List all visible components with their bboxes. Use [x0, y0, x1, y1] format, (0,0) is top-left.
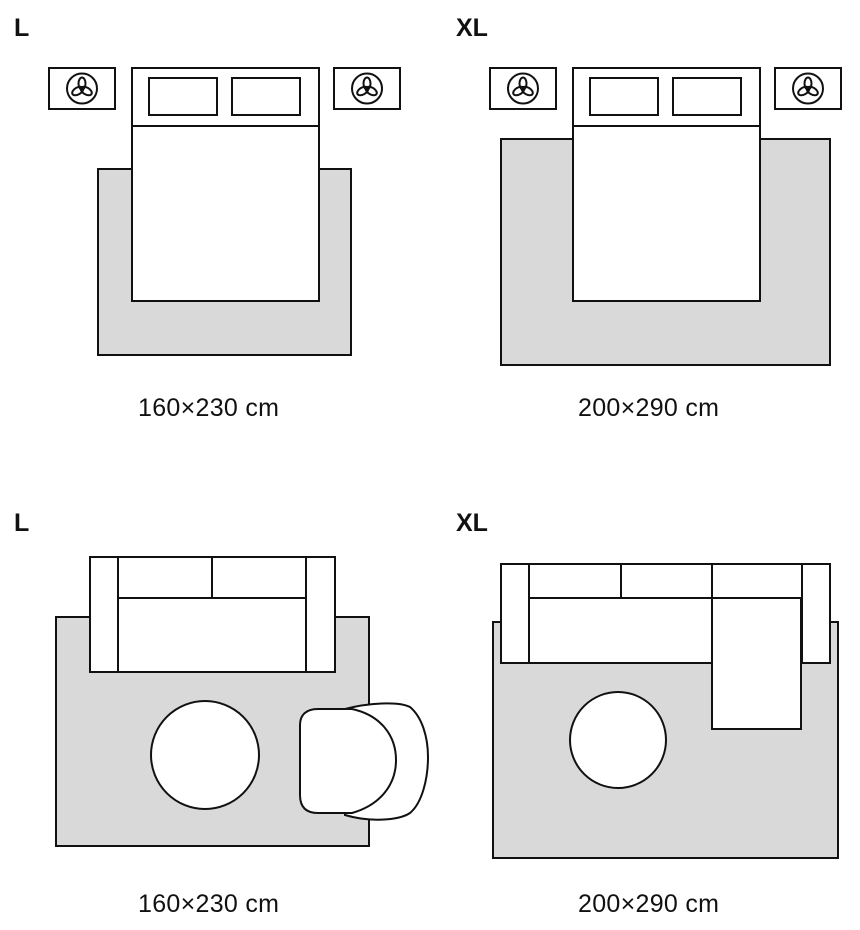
rug-dimensions: 200×290 cm	[578, 394, 720, 422]
living-room-size-xl-panel: XL 200×290 cm	[430, 465, 860, 930]
lamp-icon	[507, 72, 539, 105]
size-label: XL	[456, 14, 488, 42]
living-room-xl-diagram	[492, 563, 839, 859]
size-label: XL	[456, 509, 488, 537]
lamp-icon	[792, 72, 824, 105]
pillow	[148, 77, 218, 116]
bedroom-l-diagram	[48, 67, 401, 356]
coffee-table	[150, 700, 260, 810]
lamp-icon	[351, 72, 383, 105]
pillow	[672, 77, 742, 116]
living-room-l-diagram	[55, 556, 430, 847]
lamp-icon	[66, 72, 98, 105]
coffee-table	[569, 691, 667, 789]
rug-dimensions: 160×230 cm	[138, 394, 280, 422]
sofa	[89, 556, 336, 673]
rug-dimensions: 200×290 cm	[578, 890, 720, 918]
armchair	[299, 702, 430, 821]
size-label: L	[14, 509, 30, 537]
size-label: L	[14, 14, 30, 42]
pillow	[231, 77, 301, 116]
corner-sofa	[500, 563, 831, 730]
pillow	[589, 77, 659, 116]
rug-dimensions: 160×230 cm	[138, 890, 280, 918]
bedroom-size-xl-panel: XL 200×290 cm	[430, 0, 860, 465]
bedroom-xl-diagram	[489, 67, 842, 366]
bedroom-size-l-panel: L 160×230 cm	[0, 0, 430, 465]
living-room-size-l-panel: L 160×230 cm	[0, 465, 430, 930]
